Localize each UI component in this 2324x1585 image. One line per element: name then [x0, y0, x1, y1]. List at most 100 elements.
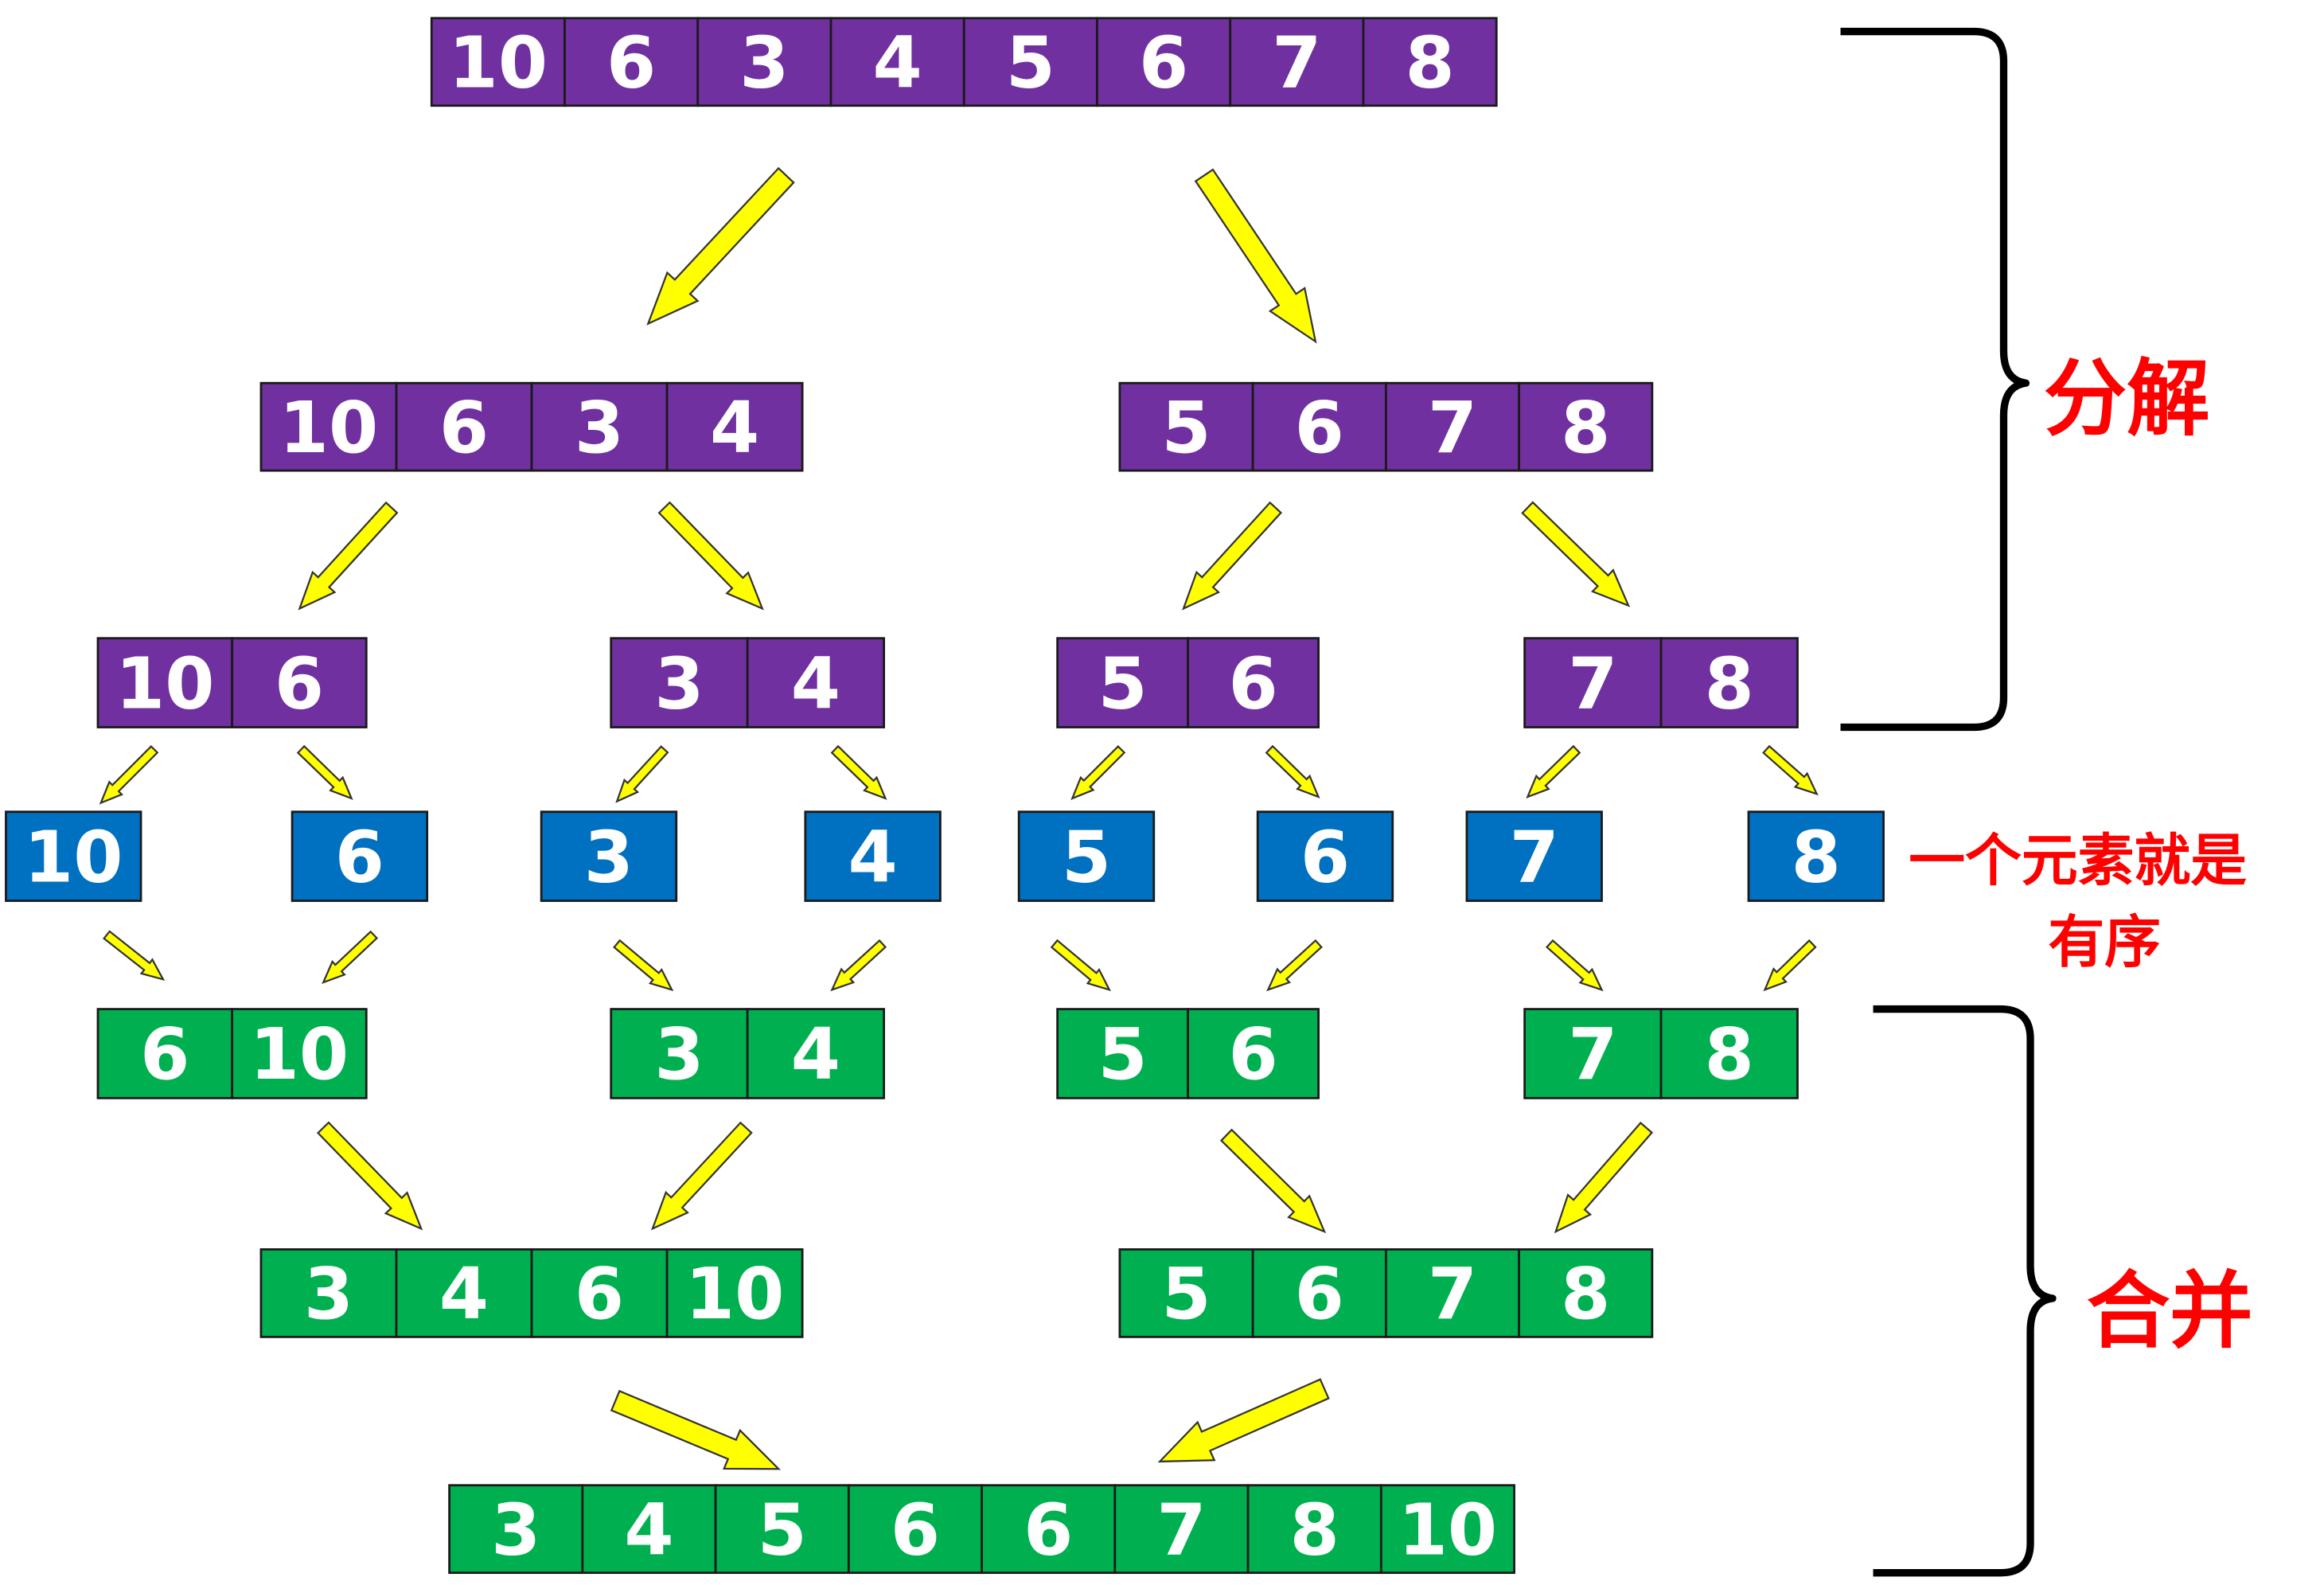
array-cell: 10 — [259, 381, 398, 472]
array-cell-value: 7 — [1428, 387, 1477, 470]
arrow-down-left-icon — [1266, 939, 1323, 992]
array-cell-value: 10 — [115, 642, 214, 725]
arrow-down-left-icon — [99, 744, 159, 805]
array-cell: 3 — [259, 1248, 398, 1338]
array-cell-value: 8 — [1290, 1489, 1339, 1571]
array-cell-value: 8 — [1405, 21, 1454, 104]
array-cell-value: 5 — [1062, 816, 1111, 899]
array-cell-value: 6 — [1295, 1253, 1344, 1336]
arrow-down-right-icon — [1265, 744, 1320, 799]
array-cell-box — [1187, 1008, 1320, 1099]
array-cell-box — [1523, 637, 1663, 728]
array-cell-box — [696, 17, 833, 107]
array-cell: 10 — [430, 17, 566, 107]
array-cell-value: 6 — [1228, 642, 1277, 725]
array-cell: 6 — [395, 381, 533, 472]
array-cell: 10 — [5, 810, 142, 902]
array-cell-value: 6 — [1300, 816, 1350, 899]
array-cell: 6 — [96, 1008, 234, 1099]
array-cell-value: 8 — [1705, 1013, 1754, 1096]
array-cell: 6 — [231, 637, 368, 728]
array-cell: 4 — [746, 1008, 886, 1099]
array-cell-box — [1747, 810, 1885, 902]
array-cell-box — [5, 810, 142, 902]
array-cell-value: 6 — [439, 387, 489, 470]
array-cell: 3 — [610, 637, 749, 728]
array-cell-value: 6 — [891, 1489, 940, 1571]
array-cell: 7 — [1384, 381, 1521, 472]
array-cell-box — [1518, 1248, 1654, 1338]
array-row4-8: 8 — [1747, 810, 1885, 902]
array-cell-value: 5 — [1161, 387, 1211, 470]
array-cell-value: 7 — [1568, 642, 1617, 725]
array-cell-value: 5 — [1098, 1013, 1148, 1096]
array-cell-value: 4 — [791, 642, 840, 725]
arrows-layer — [99, 166, 1819, 1470]
array-row4-3: 3 — [540, 810, 678, 902]
array-cell: 10 — [665, 1248, 804, 1338]
array-cell: 4 — [395, 1248, 533, 1338]
array-cell: 5 — [1017, 810, 1156, 902]
array-cell-value: 3 — [304, 1253, 353, 1336]
array-cell-box — [714, 1484, 850, 1575]
array-cell: 6 — [1187, 1008, 1320, 1099]
array-cell-value: 5 — [758, 1489, 807, 1571]
array-cell-value: 3 — [491, 1489, 540, 1571]
array-cell: 10 — [231, 1008, 368, 1099]
array-cell: 5 — [1118, 381, 1254, 472]
array-cell: 3 — [696, 17, 833, 107]
array-cell-box — [1113, 1484, 1250, 1575]
array-cell-value: 10 — [250, 1013, 349, 1096]
array-cell-box — [746, 1008, 886, 1099]
arrow-down-right-icon — [296, 744, 353, 800]
arrow-down-left-icon — [322, 930, 379, 984]
array-cell-box — [1256, 810, 1394, 902]
array-cell: 10 — [96, 637, 234, 728]
array-cell-value: 6 — [1295, 387, 1344, 470]
array-row4-1: 10 — [5, 810, 142, 902]
arrow-down-right-icon — [830, 744, 887, 800]
array-row4-6: 6 — [1256, 810, 1394, 902]
array-cell-value: 5 — [1161, 1253, 1211, 1336]
arrow-down-right-icon — [1545, 939, 1604, 992]
arrow-down-right-icon — [657, 501, 764, 611]
array-cell-box — [259, 1248, 398, 1338]
array-cell-value: 6 — [1139, 21, 1188, 104]
array-cell-value: 6 — [275, 642, 324, 725]
array-cell-value: 4 — [710, 387, 759, 470]
array-cell-value: 7 — [1510, 816, 1559, 899]
arrow-down-right-icon — [1219, 1128, 1327, 1234]
array-cell: 6 — [847, 1484, 983, 1575]
braces-layer — [1840, 27, 2057, 1577]
array-cell-value: 7 — [1568, 1013, 1617, 1096]
array-cell: 8 — [1747, 810, 1885, 902]
array-cell: 6 — [530, 1248, 669, 1338]
array-cell: 3 — [610, 1008, 749, 1099]
array-cell-value: 3 — [584, 816, 634, 899]
split-brace — [1840, 27, 2030, 732]
array-cell-box — [1379, 1484, 1515, 1575]
arrow-down-left-icon — [1526, 744, 1581, 799]
array-cell: 3 — [530, 381, 669, 472]
array-cell-value: 5 — [1006, 21, 1055, 104]
array-cell: 4 — [665, 381, 804, 472]
array-cell-value: 3 — [575, 387, 624, 470]
array-cell-value: 4 — [624, 1489, 673, 1571]
array-cell-box — [1518, 381, 1654, 472]
array-cell: 3 — [448, 1484, 584, 1575]
array-cell-value: 3 — [739, 21, 789, 104]
array-cell-box — [804, 810, 942, 902]
array-cell-value: 8 — [1705, 642, 1754, 725]
array-cell-box — [259, 381, 398, 472]
arrow-down-right-icon — [1521, 501, 1631, 607]
array-cell: 4 — [804, 810, 942, 902]
array-cell-value: 3 — [654, 1013, 704, 1096]
labels-layer: 分解 一个元素就是 有序 合并 — [1909, 350, 2252, 1360]
array-cell-box — [962, 17, 1098, 107]
